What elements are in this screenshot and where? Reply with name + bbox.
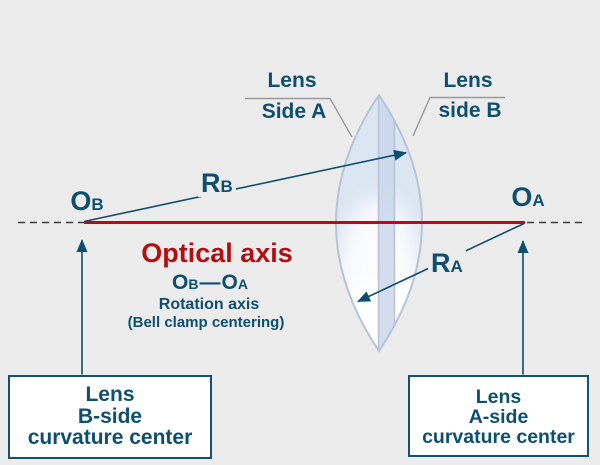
- axis-endpoint-separator: —: [199, 271, 221, 294]
- lens-side-a-callout-line1: Lens: [267, 69, 317, 92]
- a-side-box-line1: Lens: [475, 386, 522, 408]
- axis-endpoint-left-sub: B: [188, 276, 199, 292]
- radius-ra-sub: A: [450, 257, 463, 276]
- radius-rb-label: RB: [198, 170, 236, 197]
- point-ob-sub: B: [91, 195, 104, 214]
- radius-rb-sub: B: [220, 177, 233, 196]
- axis-endpoints: OB—OA: [110, 272, 310, 293]
- optical-axis-title: Optical axis: [141, 238, 293, 268]
- a-side-box-line2: A-side: [468, 406, 529, 429]
- side-a-leader-line: [245, 97, 353, 138]
- point-oa-main: O: [511, 182, 533, 212]
- axis-endpoint-right-main: O: [221, 271, 238, 294]
- rb-radius-arrow: [83, 149, 407, 223]
- b-side-box-line1: Lens: [85, 383, 135, 406]
- axis-endpoint-right-sub: A: [237, 276, 248, 292]
- b-side-box-line3: curvature center: [27, 426, 193, 450]
- b-side-box-line2: B-side: [77, 404, 143, 428]
- lens-side-a-callout-line2: Side A: [261, 100, 327, 123]
- lens-side-b-callout-line1: Lens: [443, 69, 493, 92]
- radius-rb-main: R: [201, 168, 221, 198]
- radius-ra-label: RA: [428, 250, 466, 277]
- rotation-axis-label: Rotation axis: [158, 296, 260, 313]
- b-side-curvature-center-box: Lens B-side curvature center: [8, 375, 212, 459]
- a-side-curvature-center-box: Lens A-side curvature center: [408, 375, 589, 457]
- a-side-box-line3: curvature center: [422, 426, 575, 449]
- lens-side-b-callout-line2: side B: [438, 99, 502, 122]
- point-ob-label: OB: [61, 188, 113, 215]
- point-oa-sub: A: [532, 191, 545, 210]
- side-b-leader-line: [412, 96, 505, 137]
- bell-clamp-note: (Bell clamp centering): [127, 314, 285, 331]
- axis-endpoint-left-main: O: [172, 271, 189, 294]
- point-ob-main: O: [70, 186, 92, 216]
- point-oa-label: OA: [502, 184, 554, 211]
- radius-ra-main: R: [431, 248, 451, 278]
